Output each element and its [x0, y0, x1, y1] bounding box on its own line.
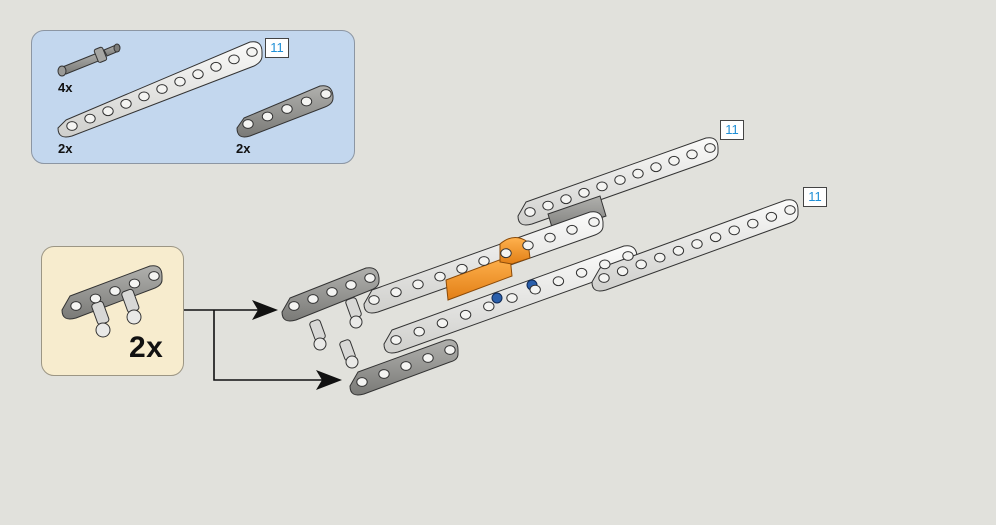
- beam-hole: [138, 91, 150, 102]
- beam-hole: [109, 286, 121, 296]
- beam-hole: [632, 168, 644, 179]
- pin-part: [57, 43, 121, 77]
- beam-hole: [400, 361, 412, 371]
- beam-holes: [66, 47, 796, 387]
- beam-hole: [412, 279, 424, 290]
- beam-hole: [320, 89, 332, 99]
- beam-hole: [765, 211, 778, 222]
- pin-quantity: 4x: [58, 80, 73, 95]
- beam-hole: [544, 232, 556, 243]
- beam-hole: [174, 76, 186, 87]
- beam-hole: [70, 301, 82, 311]
- beam-hole: [614, 175, 626, 185]
- subassembly-multiplier: 2x: [129, 331, 164, 364]
- beam-hole: [500, 248, 512, 259]
- beam-hole: [242, 119, 254, 129]
- beam-hole: [356, 377, 368, 387]
- beam-hole: [598, 273, 610, 283]
- short-beam-quantity: 2x: [236, 141, 251, 156]
- beam-hole: [378, 369, 390, 379]
- beam-hole: [483, 301, 495, 312]
- beam-hole: [364, 273, 376, 283]
- beam-hole: [228, 54, 240, 65]
- beam-hole: [588, 217, 600, 227]
- beam-hole: [210, 61, 222, 72]
- beam-hole: [650, 162, 662, 173]
- beam-hole: [542, 200, 554, 211]
- right-beam-length-tag: 11: [803, 187, 827, 207]
- beam-hole: [668, 155, 680, 166]
- beam-hole: [434, 271, 446, 282]
- beam-hole: [444, 345, 456, 355]
- beam-hole: [784, 205, 796, 215]
- beam-hole: [156, 84, 168, 94]
- beam-hole: [709, 232, 722, 243]
- beam-hole: [529, 284, 541, 295]
- beam-hole: [84, 113, 96, 124]
- beam-hole: [192, 69, 204, 80]
- beam-hole: [456, 263, 468, 274]
- long-beam-quantity: 2x: [58, 141, 73, 156]
- beam-hole: [326, 287, 338, 297]
- beam-hole: [635, 259, 647, 270]
- beam-hole: [281, 104, 293, 114]
- beam-hole: [616, 266, 629, 277]
- beam-hole: [102, 106, 114, 117]
- beam-hole: [261, 111, 274, 122]
- arrow-head-lower: [316, 370, 342, 390]
- beam-hole: [747, 218, 759, 229]
- beam-hole: [654, 252, 666, 263]
- beam-hole: [575, 267, 588, 278]
- beam-hole: [728, 225, 740, 236]
- beam-hole: [246, 47, 258, 57]
- beam-hole: [596, 181, 608, 192]
- beam-hole: [622, 251, 634, 261]
- beam-hole: [459, 309, 472, 320]
- arrow-connectors: [184, 309, 335, 381]
- beam-hole: [686, 149, 698, 160]
- beam-hole: [552, 276, 565, 287]
- beam-hole: [522, 240, 534, 251]
- beam-hole: [478, 256, 490, 266]
- beam-hole: [413, 326, 425, 337]
- beam-hole: [578, 187, 590, 198]
- beam-hole: [66, 121, 78, 131]
- beam-hole: [148, 271, 160, 281]
- beam-hole: [120, 98, 132, 109]
- beam-hole: [422, 353, 434, 363]
- beam-hole: [560, 194, 572, 205]
- beam-hole: [307, 294, 319, 304]
- main-assembly: [281, 137, 799, 396]
- beam-hole: [524, 207, 536, 217]
- beam-hole: [436, 318, 449, 329]
- beam-hole: [691, 239, 703, 249]
- beam-hole: [704, 143, 716, 153]
- beam-hole: [599, 259, 611, 270]
- back-beam-length-tag: 11: [720, 120, 744, 140]
- arrow-head-upper: [252, 300, 278, 320]
- beam-hole: [368, 295, 380, 305]
- beam-hole: [345, 280, 357, 290]
- beam-hole: [390, 287, 402, 298]
- beam-hole: [128, 278, 141, 289]
- beam-hole: [300, 96, 313, 107]
- beam-hole: [390, 335, 402, 345]
- beam-hole: [566, 224, 578, 235]
- beam-hole: [288, 301, 300, 311]
- beam-hole: [672, 245, 685, 256]
- beam-hole: [89, 293, 102, 304]
- long-beam-length-tag: 11: [265, 38, 289, 58]
- beam-hole: [506, 293, 518, 303]
